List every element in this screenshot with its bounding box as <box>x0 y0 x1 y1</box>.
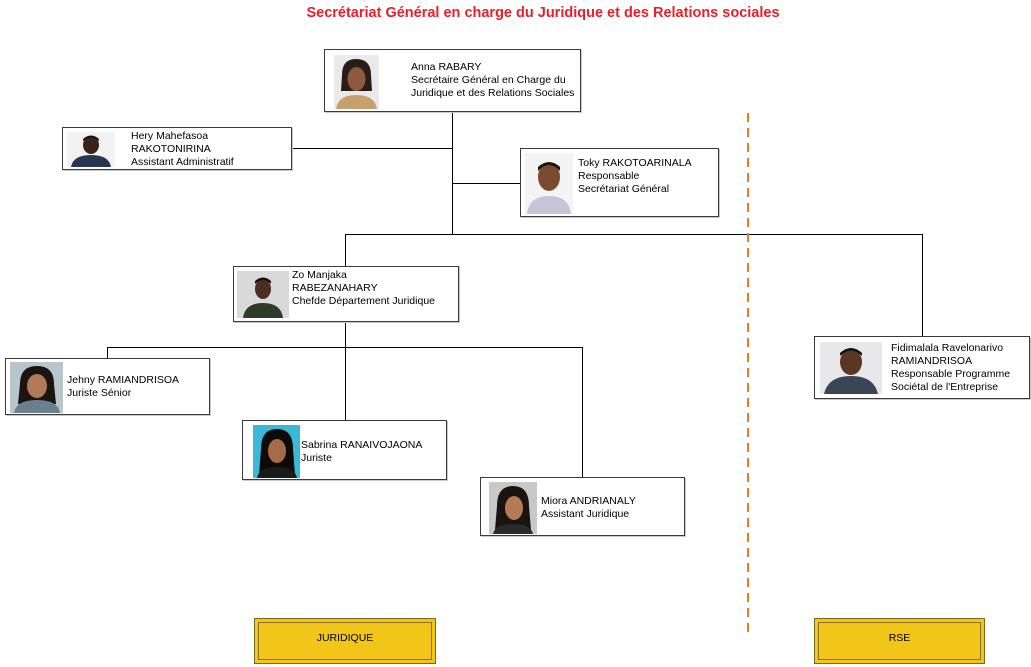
chart-title: Secrétariat Général en charge du Juridiq… <box>306 5 780 21</box>
name-toky: Toky RAKOTOARINALA <box>578 157 692 169</box>
photo-sabrina <box>253 425 300 478</box>
card-sabrina-ranaivojaona[interactable]: Sabrina RANAIVOJAONA Juriste <box>242 420 447 480</box>
card-anna-rabary[interactable]: Anna RABARY Secrétaire Général en Charge… <box>324 49 581 112</box>
card-fidimalala-ramiandrisoa[interactable]: Fidimalala Ravelonarivo RAMIANDRISOA Res… <box>814 336 1030 399</box>
name-anna: Anna RABARY <box>411 61 482 73</box>
photo-miora <box>489 482 537 534</box>
name-fidimalala: Fidimalala Ravelonarivo <box>891 342 1004 354</box>
role-jehny: Juriste Sénior <box>67 387 132 399</box>
name-miora: Miora ANDRIANALY <box>541 495 636 507</box>
photo-zo <box>237 271 289 318</box>
role-anna-1: Secrétaire Général en Charge du <box>411 74 566 86</box>
role-sabrina: Juriste <box>301 452 332 464</box>
card-toky-rakotoarinala[interactable]: Toky RAKOTOARINALA Responsable Secrétari… <box>520 148 719 217</box>
role-zo: Chefde Département Juridique <box>292 295 436 307</box>
name-hery: Hery Mahefasoa <box>131 130 209 142</box>
name-zo: Zo Manjaka <box>292 269 347 281</box>
photo-anna <box>334 55 379 109</box>
role-anna-2: Juridique et des Relations Sociales <box>411 87 575 99</box>
photo-jehny <box>10 362 63 413</box>
department-juridique: JURIDIQUE <box>254 618 436 664</box>
surname-hery: RAKOTONIRINA <box>131 143 211 155</box>
card-jehny-ramiandrisoa[interactable]: Jehny RAMIANDRISOA Juriste Sénior <box>5 358 210 415</box>
role-hery: Assistant Administratif <box>131 156 234 168</box>
role-miora: Assistant Juridique <box>541 508 630 520</box>
name-jehny: Jehny RAMIANDRISOA <box>67 374 180 386</box>
photo-hery <box>67 132 115 167</box>
card-zo-rabezanahary[interactable]: Zo Manjaka RABEZANAHARY Chefde Départeme… <box>233 266 459 322</box>
department-rse: RSE <box>814 618 985 664</box>
card-hery-rakotonirina[interactable]: Hery Mahefasoa RAKOTONIRINA Assistant Ad… <box>62 127 292 170</box>
role-toky-2: Secrétariat Général <box>578 183 670 195</box>
role-fidimalala-2: Sociétal de l'Entreprise <box>891 381 999 393</box>
surname-fidimalala: RAMIANDRISOA <box>891 355 973 367</box>
card-miora-andrianaly[interactable]: Miora ANDRIANALY Assistant Juridique <box>480 477 685 536</box>
photo-toky <box>525 153 573 214</box>
photo-fidimalala <box>820 342 882 394</box>
role-toky-1: Responsable <box>578 170 640 182</box>
surname-zo: RABEZANAHARY <box>292 282 378 294</box>
role-fidimalala-1: Responsable Programme <box>891 368 1011 380</box>
name-sabrina: Sabrina RANAIVOJAONA <box>301 439 423 451</box>
